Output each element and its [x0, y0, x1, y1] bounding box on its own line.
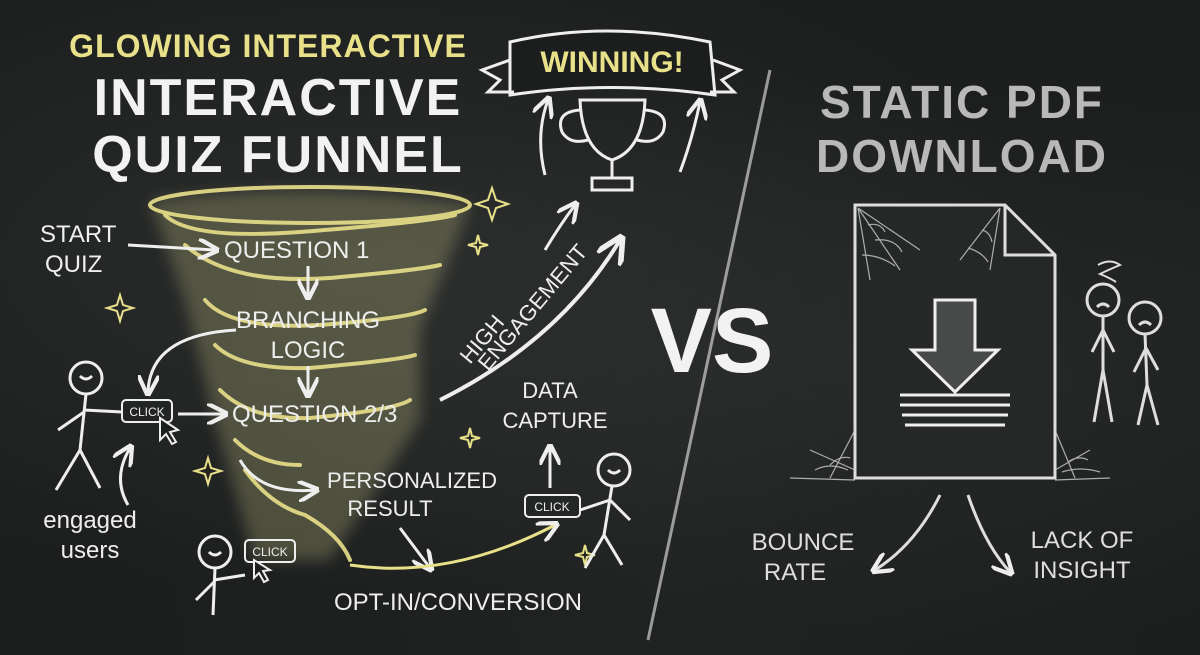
- download-arrow-icon: [900, 298, 1010, 427]
- start-line2: QUIZ: [45, 251, 102, 278]
- data-line1: DATA: [522, 378, 578, 403]
- click-button-1[interactable]: [121, 399, 173, 423]
- engaged-stick-figure: [54, 360, 123, 491]
- funnel-swirl: [148, 185, 472, 562]
- click-label-3: CLICK: [534, 500, 569, 514]
- click-button-3[interactable]: [524, 494, 581, 518]
- question1-label: QUESTION 1: [224, 237, 369, 264]
- arrow-to-personalized: [238, 459, 315, 491]
- sad-stick-figures: [1085, 260, 1163, 426]
- funnel-glow: [150, 191, 470, 560]
- banner-text: WINNING!: [540, 46, 683, 79]
- engaged-line1: engaged: [43, 507, 136, 534]
- title-line1: INTERACTIVE: [94, 69, 463, 127]
- data-line2: CAPTURE: [502, 408, 607, 433]
- question23-label: QUESTION 2/3: [232, 401, 397, 428]
- pdf-document-icon: [853, 203, 1057, 480]
- arrow-to-optin: [398, 527, 430, 568]
- bounce-line2: RATE: [764, 559, 826, 586]
- trophy-icon: [559, 98, 666, 192]
- subtitle-text: GLOWING INTERACTIVE: [69, 28, 467, 64]
- divider-line: [646, 69, 772, 641]
- click-label-1: CLICK: [129, 405, 164, 419]
- engaged-line2: users: [61, 537, 120, 564]
- arrow-optin-to-click: [349, 525, 555, 570]
- cursor-icon-2: [253, 558, 273, 584]
- click-label-2: CLICK: [252, 545, 287, 559]
- start-arrow: [127, 245, 215, 250]
- start-line1: START: [40, 221, 117, 248]
- lack-line2: INSIGHT: [1033, 557, 1131, 584]
- branching-line1: BRANCHING: [236, 307, 380, 334]
- cursor-icon-1: [159, 416, 181, 446]
- optin-label: OPT-IN/CONVERSION: [334, 589, 582, 616]
- trophy-arrow-left: [541, 100, 548, 176]
- bounce-arrow: [875, 494, 942, 570]
- bottom-stick-figure: [194, 534, 246, 616]
- branching-line2: LOGIC: [271, 337, 346, 364]
- click-button-2[interactable]: [244, 539, 296, 563]
- personalized-line1: PERSONALIZED: [327, 468, 497, 493]
- trophy-arrow-right: [678, 102, 700, 173]
- bounce-line1: BOUNCE: [752, 529, 855, 556]
- winning-banner: WINNING!: [478, 29, 744, 97]
- engagement-arrow-2: [543, 205, 575, 251]
- title-line2: QUIZ FUNNEL: [92, 126, 464, 184]
- personalized-line2: RESULT: [347, 496, 432, 521]
- right-title-line1: STATIC PDF: [820, 76, 1104, 128]
- vs-text: VS: [651, 290, 774, 392]
- branch-loop-arrow: [148, 328, 237, 392]
- engagement-label: ENGAGEMENT: [473, 239, 593, 375]
- data-stick-figure: [579, 452, 632, 569]
- engaged-users-arrow: [120, 448, 130, 506]
- right-title-line2: DOWNLOAD: [816, 130, 1108, 182]
- lack-line1: LACK OF: [1031, 527, 1134, 554]
- cobweb-icons: [789, 207, 1111, 481]
- lack-arrow: [966, 494, 1010, 572]
- engagement-arrow: [439, 240, 620, 402]
